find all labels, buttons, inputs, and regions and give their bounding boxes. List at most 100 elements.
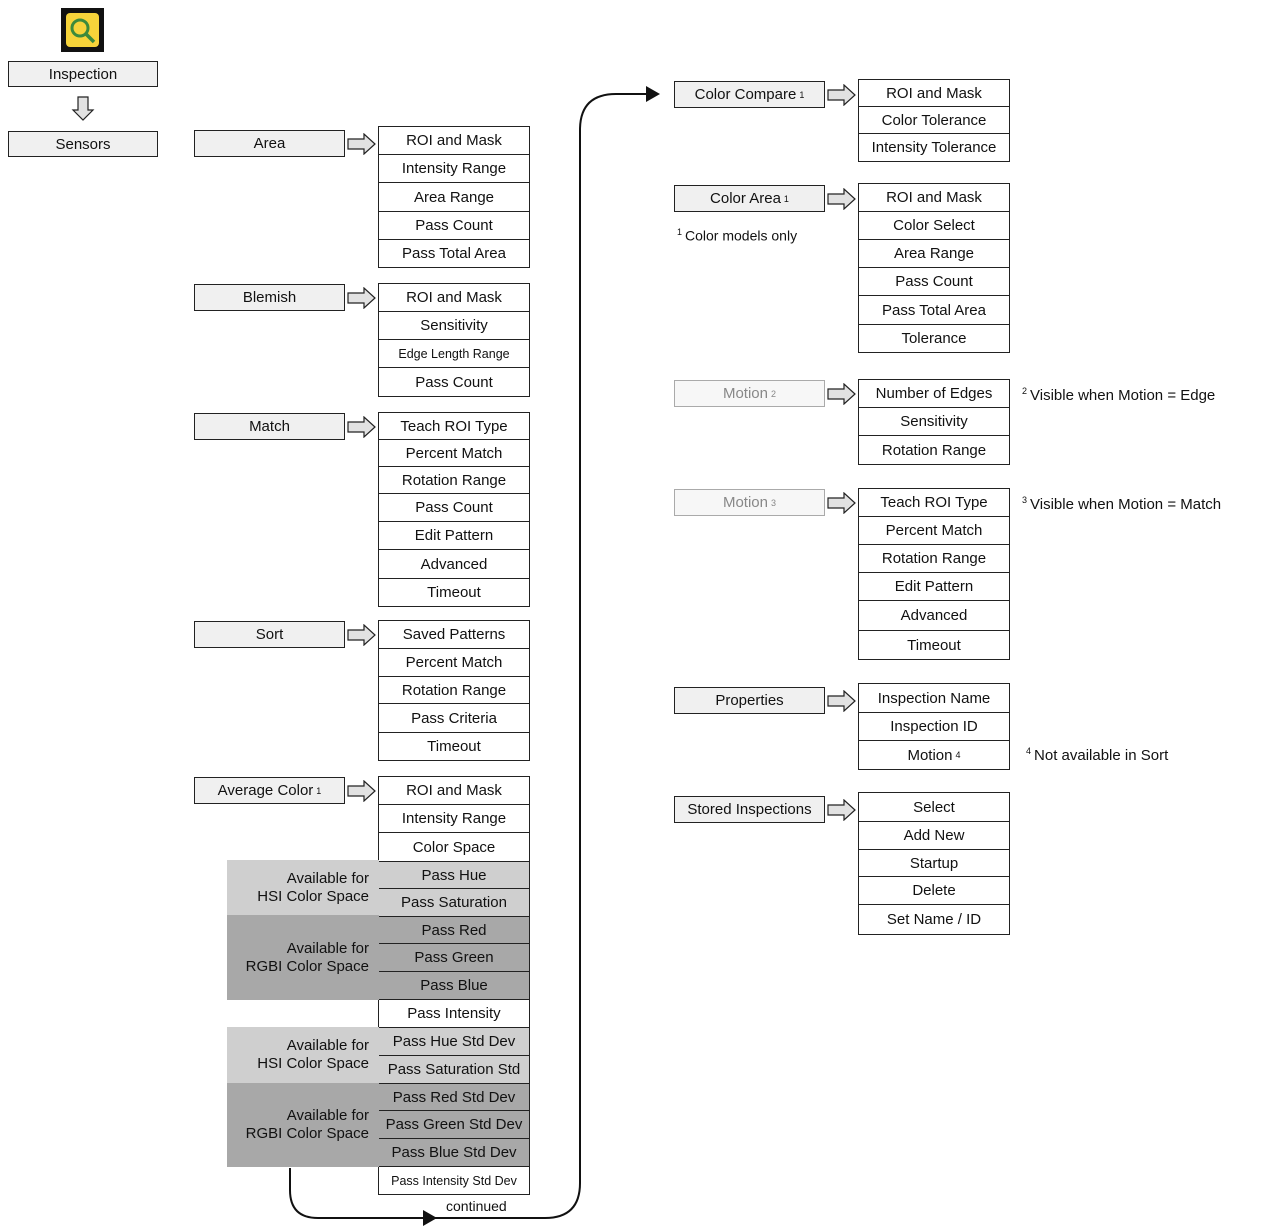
menu-item[interactable]: Add New (859, 822, 1009, 850)
menu-item-label: Teach ROI Type (400, 417, 508, 435)
menu-item[interactable]: Pass Red (379, 917, 529, 944)
menu-item[interactable]: ROI and Mask (859, 80, 1009, 107)
menu-item[interactable]: ROI and Mask (379, 127, 529, 155)
menu-item[interactable]: Timeout (379, 579, 529, 607)
menu-item[interactable]: Percent Match (859, 517, 1009, 545)
properties-label: Properties (715, 692, 784, 709)
band-line2: HSI Color Space (257, 1055, 369, 1072)
menu-item-label: Pass Saturation Std (387, 1061, 521, 1078)
menu-item[interactable]: Number of Edges (859, 380, 1009, 408)
menu-item-label: Pass Saturation (401, 894, 507, 911)
inspection-node[interactable]: Inspection (8, 61, 158, 87)
average-color-arrow-icon (347, 780, 376, 802)
menu-item[interactable]: Select (859, 793, 1009, 822)
menu-item[interactable]: Inspection ID (859, 713, 1009, 741)
menu-item[interactable]: Pass Saturation Std (379, 1056, 529, 1084)
menu-item[interactable]: Color Tolerance (859, 107, 1009, 134)
menu-item[interactable]: Pass Saturation (379, 889, 529, 917)
menu-item[interactable]: Rotation Range (859, 436, 1009, 465)
menu-item[interactable]: ROI and Mask (379, 284, 529, 312)
menu-item[interactable]: Intensity Range (379, 155, 529, 183)
menu-item[interactable]: Pass Green Std Dev (379, 1111, 529, 1139)
menu-item[interactable]: Area Range (379, 183, 529, 212)
menu-item[interactable]: Pass Count (379, 212, 529, 240)
menu-item[interactable]: Pass Hue (379, 862, 529, 889)
menu-item-label: Teach ROI Type (880, 494, 988, 511)
menu-item[interactable]: Teach ROI Type (379, 413, 529, 440)
menu-item[interactable]: Percent Match (379, 440, 529, 467)
sort-node[interactable]: Sort (194, 621, 345, 648)
menu-item-label: Edge Length Range (398, 346, 510, 361)
menu-item[interactable]: Delete (859, 877, 1009, 905)
menu-item[interactable]: ROI and Mask (379, 777, 529, 805)
stored-inspections-node[interactable]: Stored Inspections (674, 796, 825, 823)
menu-item[interactable]: Tolerance (859, 325, 1009, 353)
menu-item[interactable]: Inspection Name (859, 684, 1009, 713)
menu-item[interactable]: Pass Blue Std Dev (379, 1139, 529, 1167)
menu-item-label: Pass Count (415, 373, 493, 391)
menu-item[interactable]: Color Space (379, 833, 529, 862)
blemish-node[interactable]: Blemish (194, 284, 345, 311)
band-line2: RGBI Color Space (245, 957, 369, 975)
menu-item[interactable]: Edit Pattern (379, 522, 529, 550)
menu-item[interactable]: Pass Count (379, 368, 529, 397)
menu-item[interactable]: Timeout (859, 631, 1009, 660)
menu-item[interactable]: Percent Match (379, 649, 529, 677)
menu-item[interactable]: Advanced (859, 601, 1009, 631)
match-node[interactable]: Match (194, 413, 345, 440)
menu-item[interactable]: Edit Pattern (859, 573, 1009, 601)
area-node[interactable]: Area (194, 130, 345, 157)
menu-item-label: Timeout (907, 636, 961, 654)
sort-label: Sort (255, 626, 284, 643)
menu-item[interactable]: Set Name / ID (859, 905, 1009, 935)
menu-item[interactable]: Intensity Range (379, 805, 529, 833)
motion-match-arrow-icon (827, 492, 856, 514)
menu-item[interactable]: Rotation Range (859, 545, 1009, 573)
menu-item[interactable]: Pass Criteria (379, 704, 529, 733)
menu-item[interactable]: Pass Green (379, 944, 529, 972)
menu-item[interactable]: Intensity Tolerance (859, 134, 1009, 162)
menu-item[interactable]: Pass Total Area (379, 240, 529, 268)
menu-item[interactable]: Sensitivity (859, 408, 1009, 436)
inspection-app-icon[interactable] (61, 8, 104, 52)
menu-item[interactable]: Startup (859, 850, 1009, 877)
menu-item[interactable]: Pass Intensity (379, 1000, 529, 1028)
menu-item-label: Pass Count (415, 217, 493, 234)
menu-item[interactable]: Pass Blue (379, 972, 529, 1000)
menu-item[interactable]: Saved Patterns (379, 621, 529, 649)
menu-item[interactable]: Pass Count (859, 268, 1009, 296)
menu-item[interactable]: Edge Length Range (379, 340, 529, 368)
menu-item[interactable]: Pass Red Std Dev (379, 1084, 529, 1111)
sensors-node[interactable]: Sensors (8, 131, 158, 157)
properties-node[interactable]: Properties (674, 687, 825, 714)
menu-item[interactable]: Timeout (379, 733, 529, 761)
menu-item[interactable]: Color Select (859, 212, 1009, 240)
menu-item-label: Percent Match (405, 654, 503, 671)
menu-item-label: ROI and Mask (886, 189, 982, 206)
footnote-marker: 1 (783, 193, 789, 204)
menu-item[interactable]: Area Range (859, 240, 1009, 268)
menu-item[interactable]: Sensitivity (379, 312, 529, 340)
menu-item[interactable]: Teach ROI Type (859, 489, 1009, 517)
menu-item[interactable]: Rotation Range (379, 677, 529, 704)
menu-item[interactable]: Advanced (379, 550, 529, 579)
motion-match-label: Motion (722, 494, 768, 511)
menu-item-label: Intensity Tolerance (871, 139, 997, 156)
menu-item[interactable]: Pass Total Area (859, 296, 1009, 325)
menu-item[interactable]: Pass Count (379, 494, 529, 522)
footnote-marker: 4 (955, 750, 961, 760)
menu-item[interactable]: Pass Intensity Std Dev (379, 1167, 529, 1195)
menu-item[interactable]: Pass Hue Std Dev (379, 1028, 529, 1056)
menu-item[interactable]: ROI and Mask (859, 184, 1009, 212)
menu-item-label: Pass Count (415, 499, 493, 516)
color-compare-label: Color Compare (694, 86, 797, 103)
menu-item[interactable]: Rotation Range (379, 467, 529, 494)
